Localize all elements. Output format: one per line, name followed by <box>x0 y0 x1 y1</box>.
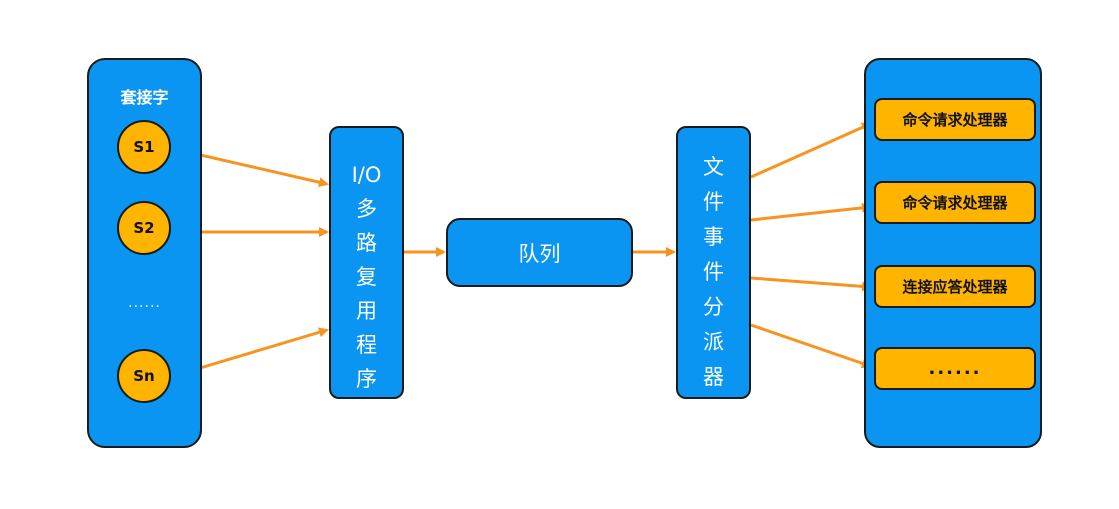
dispatcher-char: 件 <box>703 190 724 214</box>
io-multiplexer-box: I/O 多 路 复 用 程 序 <box>329 126 404 399</box>
arrow-dispatcher-to-handler-4 <box>750 323 872 369</box>
queue-label: 队列 <box>518 241 561 266</box>
io-multiplexer-char: 程 <box>356 333 377 357</box>
socket-ellipsis: ...... <box>128 295 161 311</box>
handler-command-request-2: 命令请求处理器 <box>874 181 1036 224</box>
dispatcher-char: 分 <box>703 295 724 319</box>
dispatcher-char: 事 <box>703 225 724 249</box>
socket-panel: 套接字 S1 S2 ...... Sn <box>87 58 202 448</box>
handler-connection-accept: 连接应答处理器 <box>874 265 1036 308</box>
socket-s2: S2 <box>117 201 171 255</box>
handler-command-request-1: 命令请求处理器 <box>874 98 1036 141</box>
arrow-dispatcher-to-handler-1 <box>750 122 872 179</box>
io-multiplexer-char: 复 <box>356 265 377 289</box>
arrow-dispatcher-to-handler-2 <box>750 202 872 222</box>
io-multiplexer-char: I/O <box>351 163 382 187</box>
dispatcher-char: 文 <box>703 155 724 179</box>
socket-s1: S1 <box>117 120 171 174</box>
dispatcher-char: 件 <box>703 260 724 284</box>
io-multiplexer-char: 路 <box>356 231 377 255</box>
file-event-dispatcher-label: 文 件 事 件 分 派 器 <box>678 150 749 395</box>
io-multiplexer-char: 序 <box>356 367 377 391</box>
queue-box: 队列 <box>446 218 633 287</box>
socket-sn: Sn <box>117 349 171 403</box>
socket-panel-title: 套接字 <box>120 88 169 107</box>
dispatcher-char: 派 <box>703 330 724 354</box>
io-multiplexer-char: 多 <box>356 197 377 221</box>
file-event-dispatcher-box: 文 件 事 件 分 派 器 <box>676 126 751 399</box>
dispatcher-char: 器 <box>703 365 724 389</box>
arrow-dispatcher-to-handler-3 <box>750 276 872 292</box>
io-multiplexer-label: I/O 多 路 复 用 程 序 <box>331 158 402 396</box>
io-multiplexer-char: 用 <box>356 299 377 323</box>
handler-panel: 命令请求处理器 命令请求处理器 连接应答处理器 ...... <box>864 58 1042 448</box>
handler-ellipsis: ...... <box>874 347 1036 390</box>
